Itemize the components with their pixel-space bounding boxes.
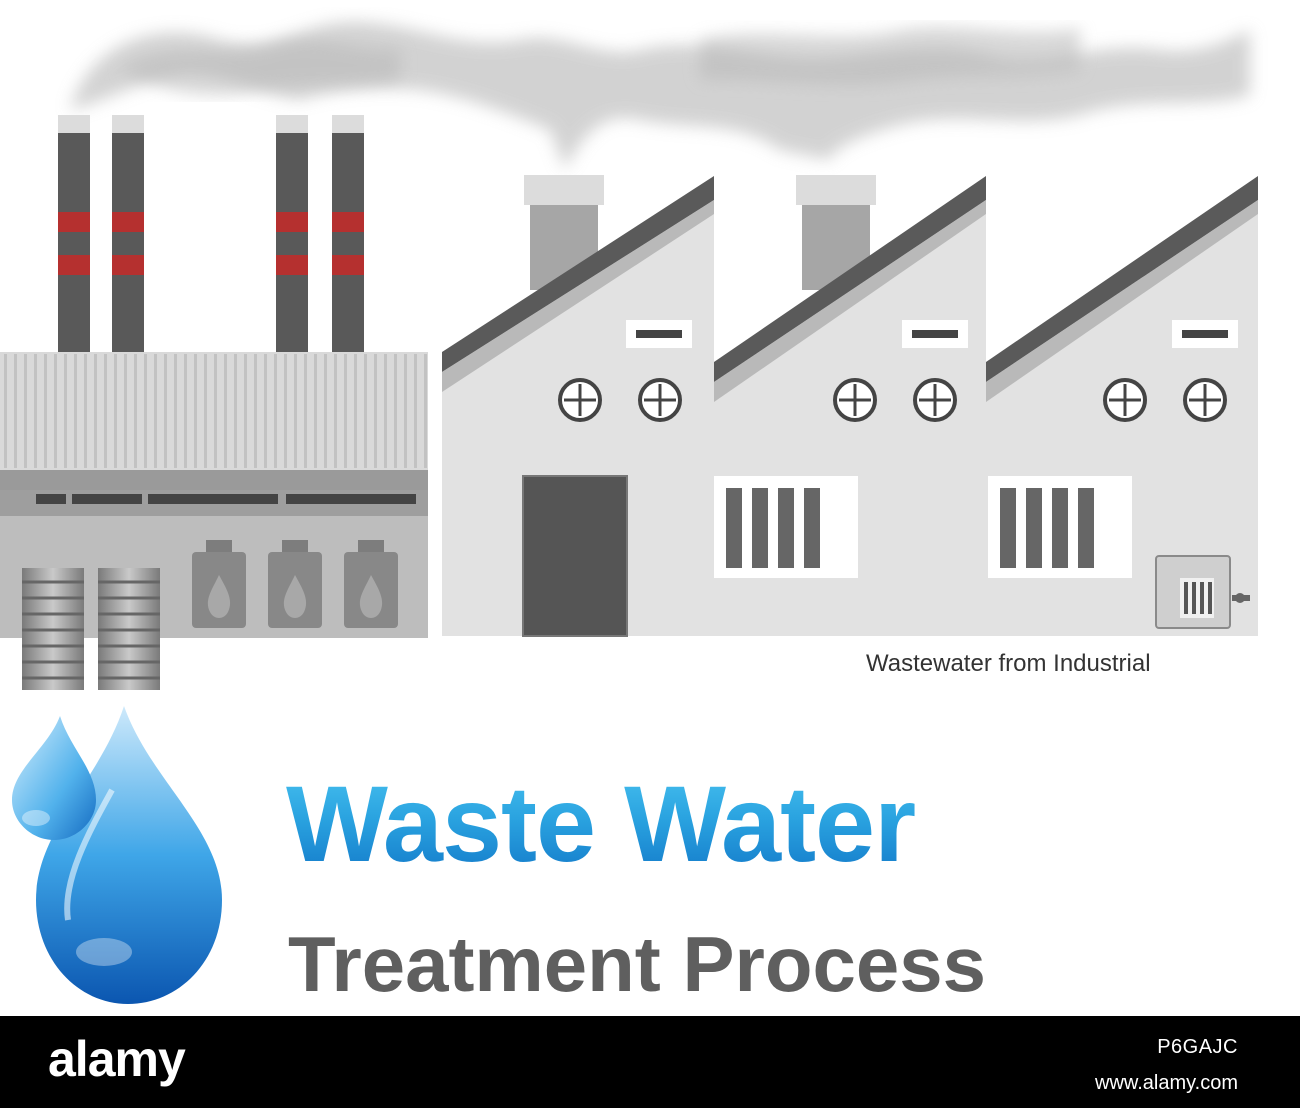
- factory-building: [442, 175, 1258, 637]
- water-drop-icon: [12, 706, 222, 1004]
- scene-caption: Wastewater from Industrial: [866, 650, 1151, 677]
- industrial-scene: [0, 21, 1258, 1004]
- storage-drums: [22, 568, 160, 690]
- image-id-label: P6GAJC: [1157, 1036, 1238, 1058]
- footer-bar: alamy P6GAJC www.alamy.com: [0, 1016, 1300, 1108]
- source-url[interactable]: www.alamy.com: [1095, 1072, 1238, 1094]
- chimney-stacks: [58, 115, 364, 360]
- brand-logo: alamy: [48, 1031, 186, 1087]
- boiler-tanks: [192, 540, 398, 628]
- title-waste-water: Waste Water: [286, 763, 916, 884]
- title-treatment-process: Treatment Process: [288, 920, 987, 1008]
